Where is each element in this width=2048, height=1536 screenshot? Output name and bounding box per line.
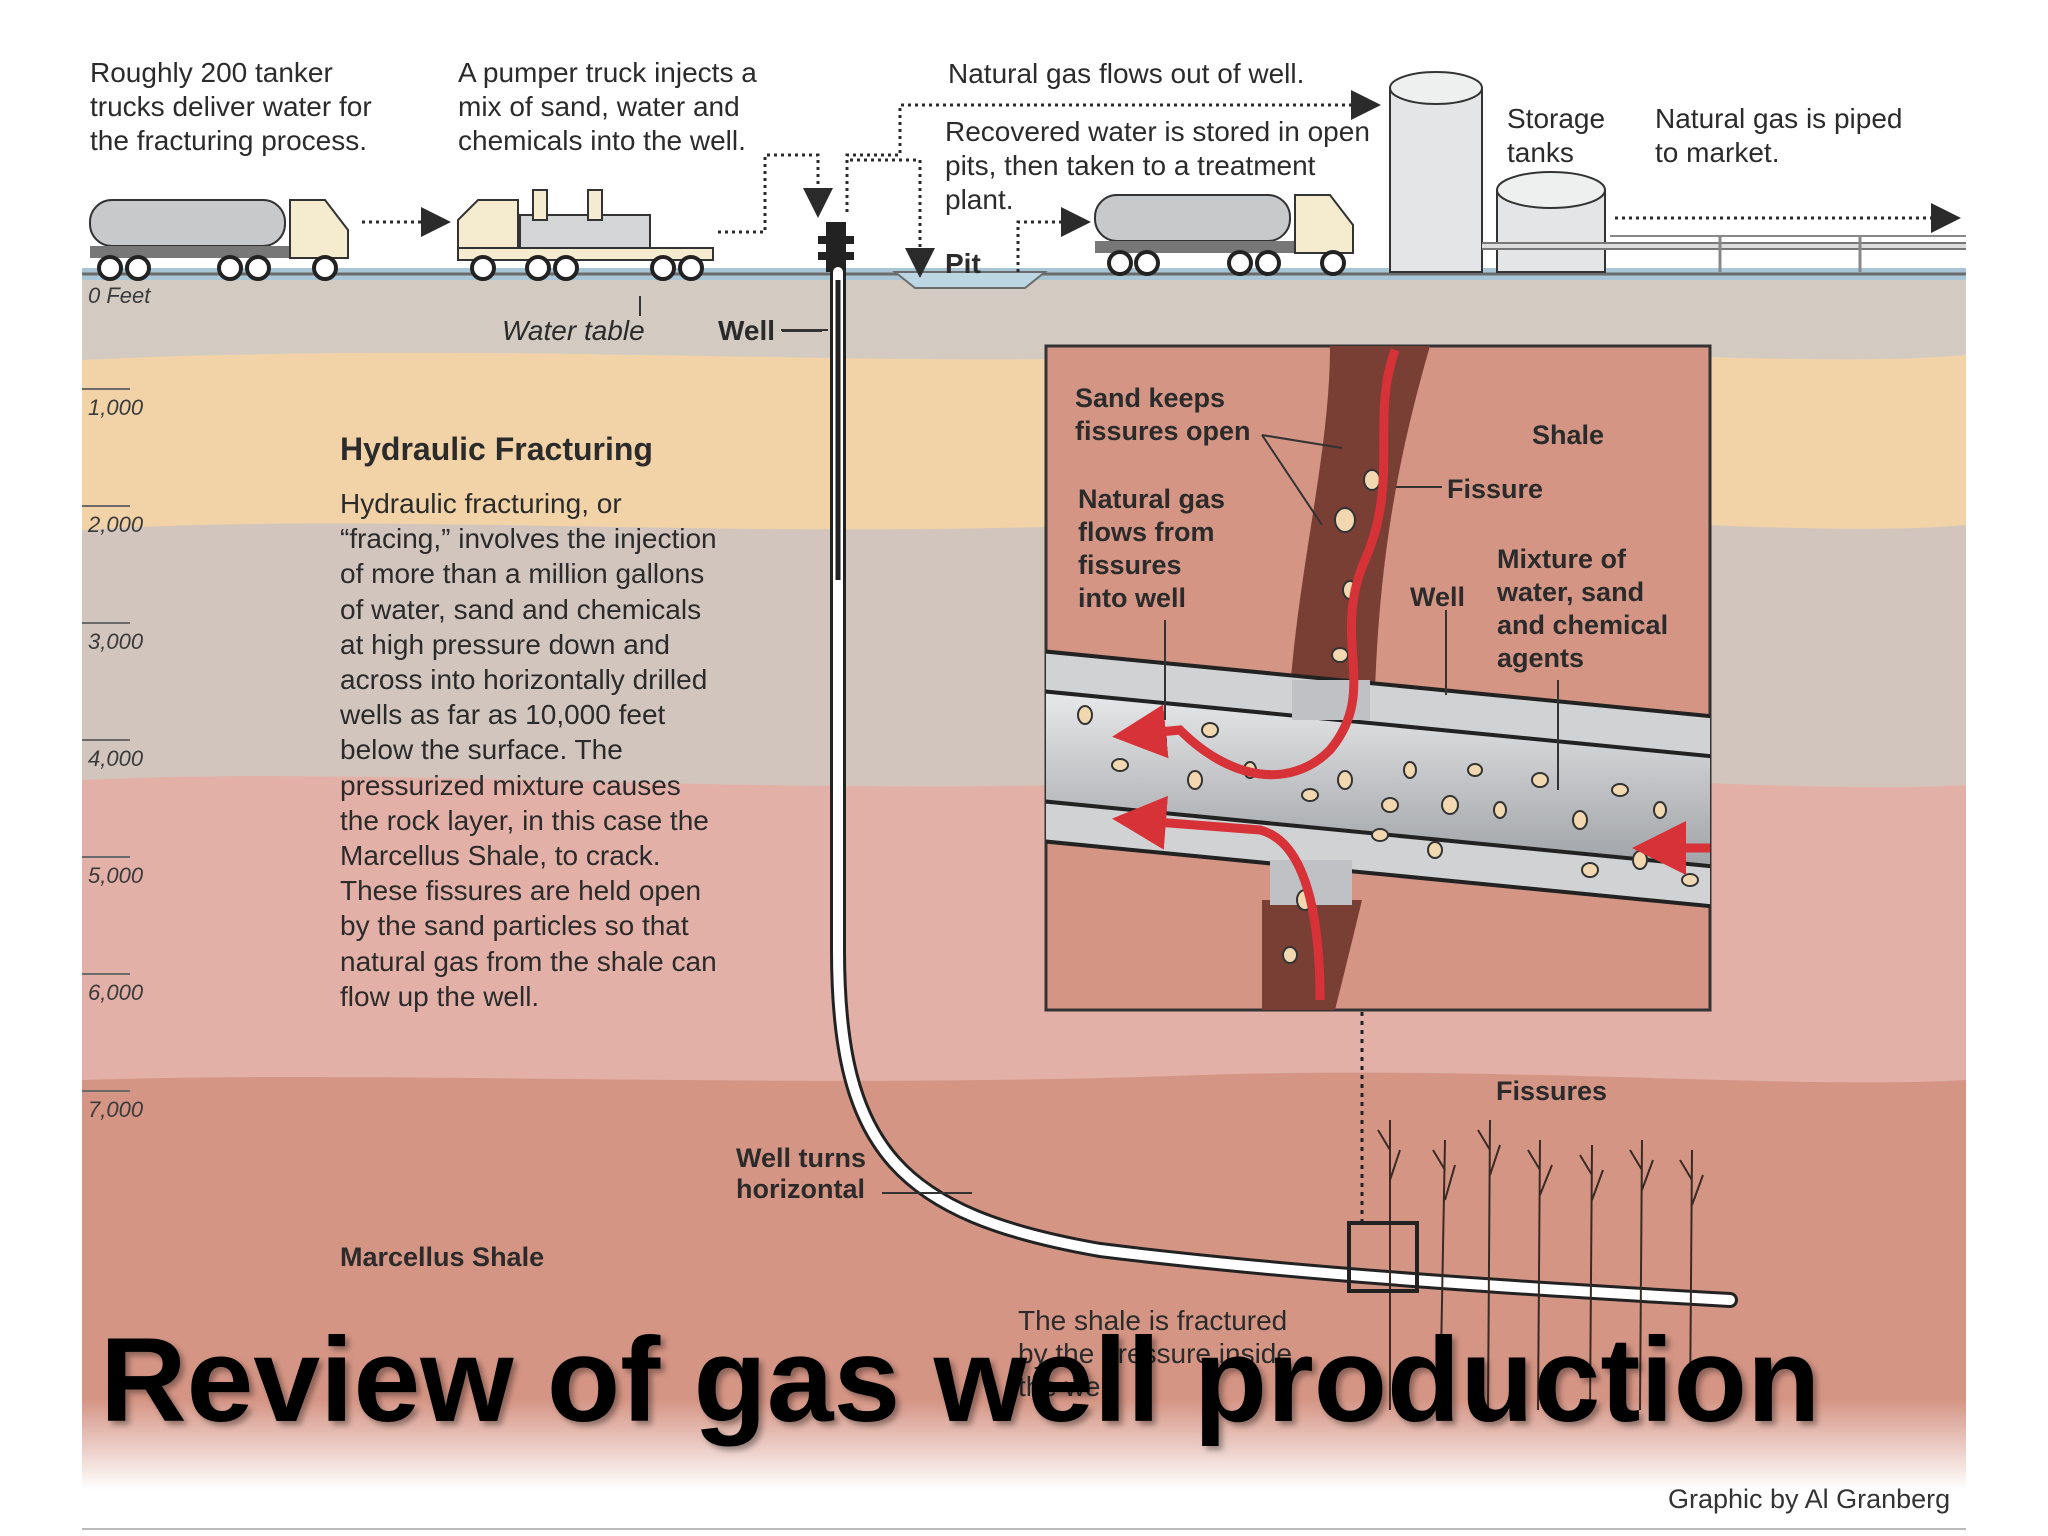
caption-pumper: A pumper truck injects a mix of sand, wa… [458, 57, 757, 156]
inset-label-mixture: Mixture of water, sand and chemical agen… [1497, 544, 1669, 673]
wellhead-icon [818, 222, 854, 272]
info-body: Hydraulic fracturing, or “fracing,” invo… [340, 488, 717, 1012]
depth-label: 0 Feet [88, 283, 151, 308]
caption-storage-tanks: Storage tanks [1507, 103, 1606, 168]
label-marcellus-shale: Marcellus Shale [340, 1242, 545, 1272]
inset-label-sand: Sand keeps fissures open [1075, 383, 1251, 446]
inset-fracture-detail [1044, 344, 1712, 1012]
label-well: Well [718, 315, 776, 346]
label-water-table: Water table [502, 315, 645, 346]
inset-label-shale: Shale [1532, 420, 1605, 450]
tanker-truck-icon [89, 199, 349, 281]
depth-label: 4,000 [88, 746, 144, 771]
depth-label: 1,000 [88, 395, 144, 420]
label-fissures: Fissures [1496, 1076, 1608, 1106]
info-heading: Hydraulic Fracturing [340, 431, 653, 467]
storage-tanks-icon [1389, 71, 1966, 273]
well-bore [830, 264, 1738, 1308]
caption-tankers: Roughly 200 tanker trucks deliver water … [90, 57, 372, 156]
fissures-graphic [1377, 1119, 1704, 1411]
depth-label: 7,000 [88, 1097, 144, 1122]
label-pit: Pit [945, 248, 981, 279]
footer-divider [82, 1528, 1966, 1530]
depth-scale-ticks [82, 388, 130, 1092]
depth-label: 5,000 [88, 863, 144, 888]
depth-label: 6,000 [88, 980, 144, 1005]
slide-title: Review of gas well production [100, 1313, 1821, 1447]
tanker-truck-icon [1094, 194, 1354, 276]
inset-label-gas-flows: Natural gas flows from fissures into wel… [1078, 484, 1226, 613]
label-well-turns: Well turns horizontal [736, 1143, 867, 1204]
depth-label: 3,000 [88, 629, 144, 654]
credit: Graphic by Al Granberg [1668, 1484, 1951, 1514]
pumper-truck-icon [457, 189, 714, 281]
inset-label-well: Well [1410, 582, 1466, 612]
depth-label: 2,000 [88, 512, 144, 537]
caption-recovered-water: Recovered water is stored in open pits, … [945, 116, 1370, 215]
caption-piped: Natural gas is piped to market. [1655, 103, 1903, 168]
caption-gas-flows: Natural gas flows out of well. [948, 58, 1305, 89]
caption-shale-fractured: The shale is fractured by the pressure i… [1018, 1305, 1292, 1402]
inset-label-fissure: Fissure [1447, 474, 1544, 504]
inset-locator-box [1347, 1221, 1419, 1293]
